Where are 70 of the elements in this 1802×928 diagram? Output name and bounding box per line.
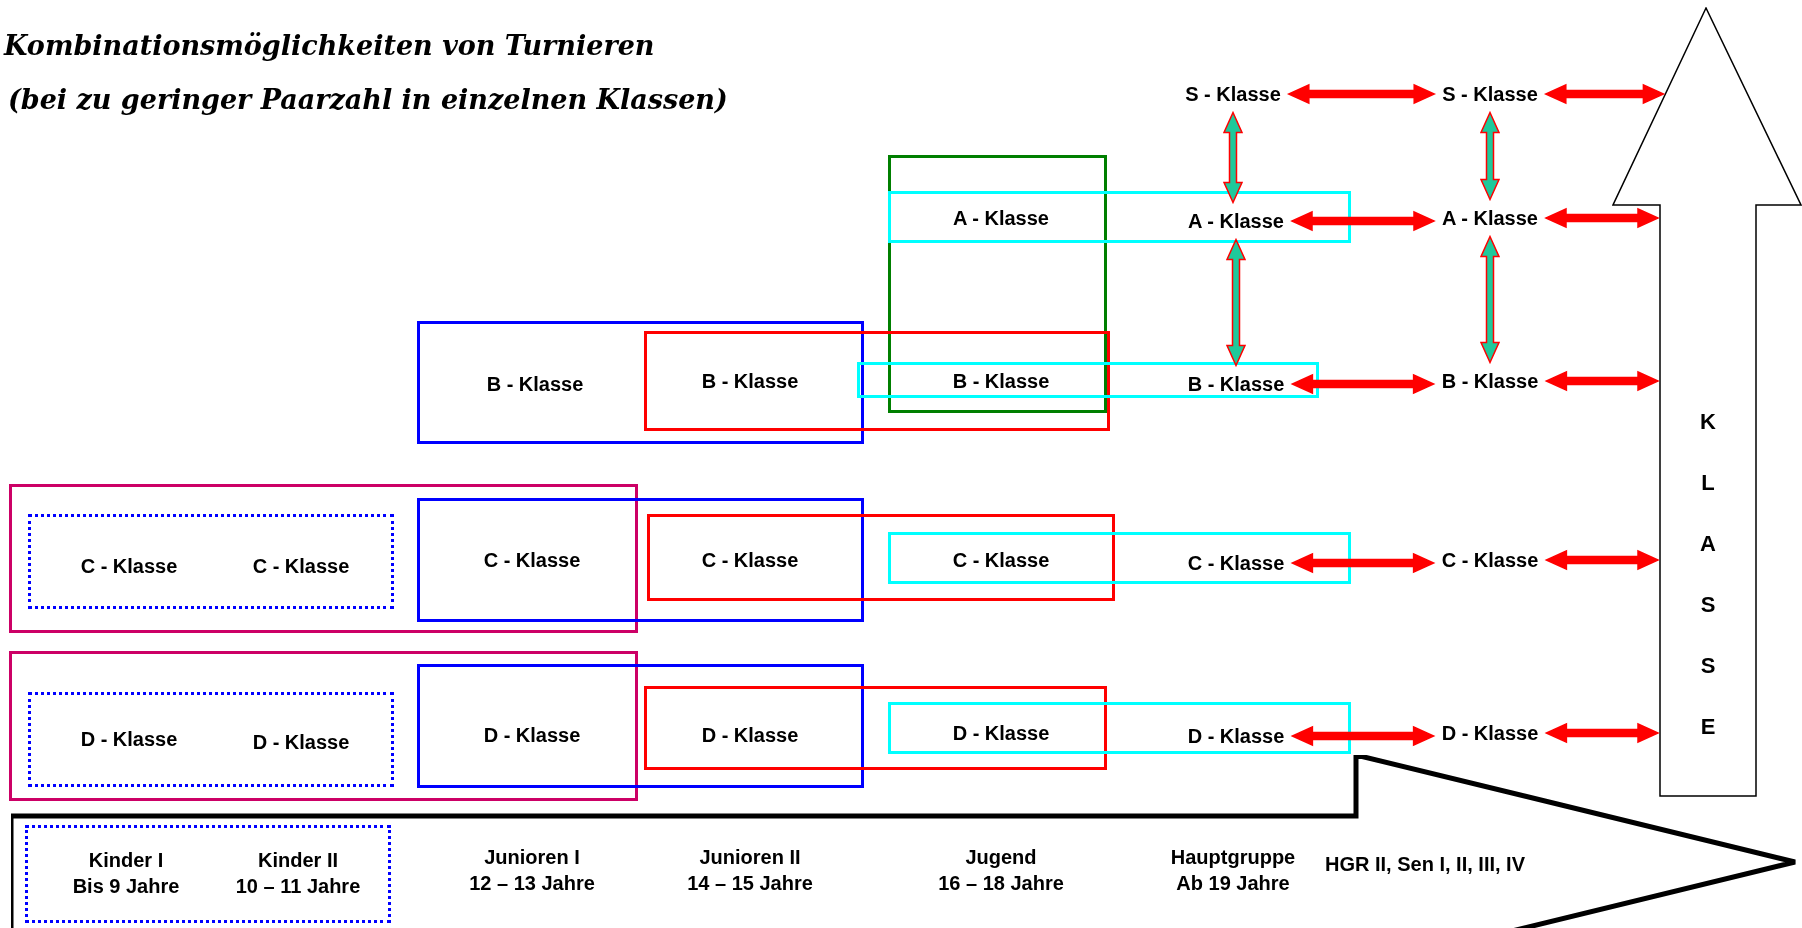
group-frame (888, 702, 1351, 754)
double-arrow (1544, 722, 1660, 744)
dotted-frame (28, 692, 394, 787)
age-group-name: Kinder I (88, 848, 164, 873)
age-range: Ab 19 Jahre (1176, 871, 1290, 896)
class-label: D - Klasse (701, 722, 799, 748)
age-group-name: Jugend (965, 845, 1037, 870)
double-arrow (1543, 83, 1666, 105)
double-arrow (1544, 370, 1660, 392)
class-label: D - Klasse (252, 729, 350, 755)
age-range: 14 – 15 Jahre (687, 871, 813, 896)
class-label: B - Klasse (1187, 371, 1285, 397)
age-group-name: Junioren I (484, 845, 580, 870)
class-label: A - Klasse (953, 205, 1049, 231)
age-range: 16 – 18 Jahre (938, 871, 1064, 896)
class-label: D - Klasse (80, 726, 178, 752)
double-arrow (1290, 552, 1436, 574)
group-frame (888, 191, 1351, 243)
class-label: B - Klasse (701, 368, 799, 394)
class-label: D - Klasse (1441, 720, 1539, 746)
class-label: D - Klasse (1187, 723, 1285, 749)
class-label: C - Klasse (952, 547, 1050, 573)
vertical-label: KLASSE (1699, 408, 1717, 741)
class-label: C - Klasse (1441, 547, 1539, 573)
double-arrow (1225, 237, 1247, 368)
class-label: A - Klasse (1442, 205, 1538, 231)
class-label: S - Klasse (1185, 81, 1281, 107)
group-frame (888, 155, 1107, 413)
group-frame (857, 362, 1319, 398)
group-frame (9, 484, 638, 633)
class-label: D - Klasse (952, 720, 1050, 746)
group-frame (417, 664, 864, 788)
title: Kombinationsmöglichkeiten von Turnieren (4, 29, 655, 63)
subtitle: (bei zu geringer Paarzahl in einzelnen Klassen) (8, 83, 728, 117)
double-arrow (1290, 725, 1436, 747)
double-arrow (1479, 234, 1501, 365)
double-arrow (1544, 207, 1660, 229)
class-label: C - Klasse (483, 547, 581, 573)
double-arrow (1286, 83, 1437, 105)
double-arrow (1544, 549, 1660, 571)
group-frame (647, 514, 1115, 601)
group-frame (417, 321, 864, 444)
class-label: C - Klasse (1187, 550, 1285, 576)
group-frame (9, 651, 638, 801)
age-range: 12 – 13 Jahre (469, 871, 595, 896)
class-label: C - Klasse (252, 553, 350, 579)
age-range: 10 – 11 Jahre (235, 874, 361, 899)
dotted-frame (28, 514, 394, 609)
class-label: B - Klasse (1441, 368, 1539, 394)
age-group-label: HGR II, Sen I, II, III, IV (1325, 851, 1525, 877)
class-label: C - Klasse (80, 553, 178, 579)
dotted-frame (25, 825, 391, 923)
class-label: B - Klasse (952, 368, 1050, 394)
age-group-name: Kinder II (258, 848, 338, 873)
double-arrow (1290, 373, 1436, 395)
class-label: B - Klasse (486, 371, 584, 397)
group-frame (417, 498, 864, 622)
double-arrow (1479, 110, 1501, 202)
age-group-name: Hauptgruppe (1170, 845, 1296, 870)
age-group-name: Junioren II (699, 845, 801, 870)
group-frame (888, 532, 1351, 584)
class-label: C - Klasse (701, 547, 799, 573)
class-label: S - Klasse (1442, 81, 1538, 107)
class-label: D - Klasse (483, 722, 581, 748)
group-frame (644, 331, 1110, 431)
double-arrow (1222, 110, 1244, 205)
double-arrow (1290, 210, 1436, 232)
age-range: Bis 9 Jahre (72, 874, 180, 899)
class-label: A - Klasse (1188, 208, 1284, 234)
group-frame (644, 686, 1107, 770)
